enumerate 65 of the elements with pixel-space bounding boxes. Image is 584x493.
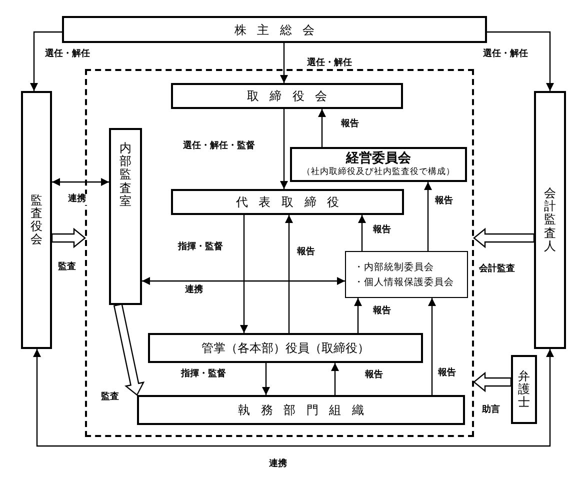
node-label: 内部監査室 [120, 142, 132, 208]
arrow [424, 182, 432, 251]
edge-label: 報告 [434, 196, 454, 207]
node-label: 株主総会 [233, 22, 326, 38]
group-boundary [85, 69, 474, 437]
arrow [33, 349, 554, 447]
arrow [331, 363, 339, 395]
process-box [345, 251, 468, 298]
node-label: 代表取締役 [234, 194, 350, 211]
node-label: 執務部門組織 [236, 402, 375, 419]
edge-label: 連携 [184, 285, 204, 296]
node-label: 管掌（各本部）役員（取締役） [202, 340, 370, 357]
process-box [137, 395, 465, 425]
arrow [30, 31, 62, 91]
process-box [148, 333, 423, 363]
hollow-arrow [473, 372, 512, 392]
edge-label: 監査 [57, 262, 77, 273]
edge-label: 指揮・監督 [177, 242, 224, 253]
edge-label: 会計監査 [478, 264, 516, 275]
process-box [534, 91, 566, 349]
arrow [285, 215, 293, 333]
arrow [318, 109, 326, 147]
process-box [109, 128, 142, 305]
process-box [171, 189, 404, 215]
node-label: 会計監査人 [544, 187, 556, 253]
list-item: ・個人情報保護委員会 [354, 276, 454, 290]
edge-label: 選任・解任・監督 [182, 141, 256, 152]
arrow [142, 277, 345, 285]
edge-label: 報告 [437, 368, 457, 379]
edge-label: 報告 [340, 119, 360, 130]
edge-label: 指揮・監督 [180, 369, 227, 380]
edge-label: 選任・解任 [44, 49, 91, 60]
edge-label: 報告 [364, 370, 384, 381]
process-box [62, 16, 487, 43]
node-label: 弁護士 [518, 370, 530, 410]
arrow [487, 31, 554, 91]
edge-label: 助言 [481, 405, 501, 416]
hollow-arrow [113, 304, 145, 396]
arrow [428, 298, 436, 395]
arrow [280, 43, 288, 83]
arrow [262, 363, 270, 395]
node-subtitle: （社内取締役及び社内監査役で構成） [302, 167, 455, 178]
edge-label: 選任・解任 [482, 49, 529, 60]
arrow [354, 298, 362, 333]
edge-label: 選任・解任 [306, 58, 353, 69]
arrow [52, 178, 109, 186]
edge-label: 監査 [100, 392, 120, 403]
hollow-arrow [51, 228, 86, 248]
edge-label: 連携 [268, 459, 288, 470]
arrow [280, 109, 288, 189]
list-item: ・内部統制委員会 [354, 260, 434, 274]
node-label: 監査役会 [30, 194, 42, 246]
node-label: 取締役会 [246, 88, 338, 105]
hollow-arrow [473, 228, 535, 248]
edge-label: 報告 [372, 306, 392, 317]
edge-label: 報告 [372, 225, 392, 236]
process-box [171, 83, 403, 109]
edge-label: 連携 [67, 194, 87, 205]
process-box [290, 147, 467, 182]
node-title: 経営委員会 [346, 151, 411, 167]
process-box [21, 91, 52, 349]
arrow [358, 215, 366, 251]
process-box [511, 355, 537, 424]
edge-label: 報告 [296, 247, 316, 258]
arrow [240, 215, 248, 333]
